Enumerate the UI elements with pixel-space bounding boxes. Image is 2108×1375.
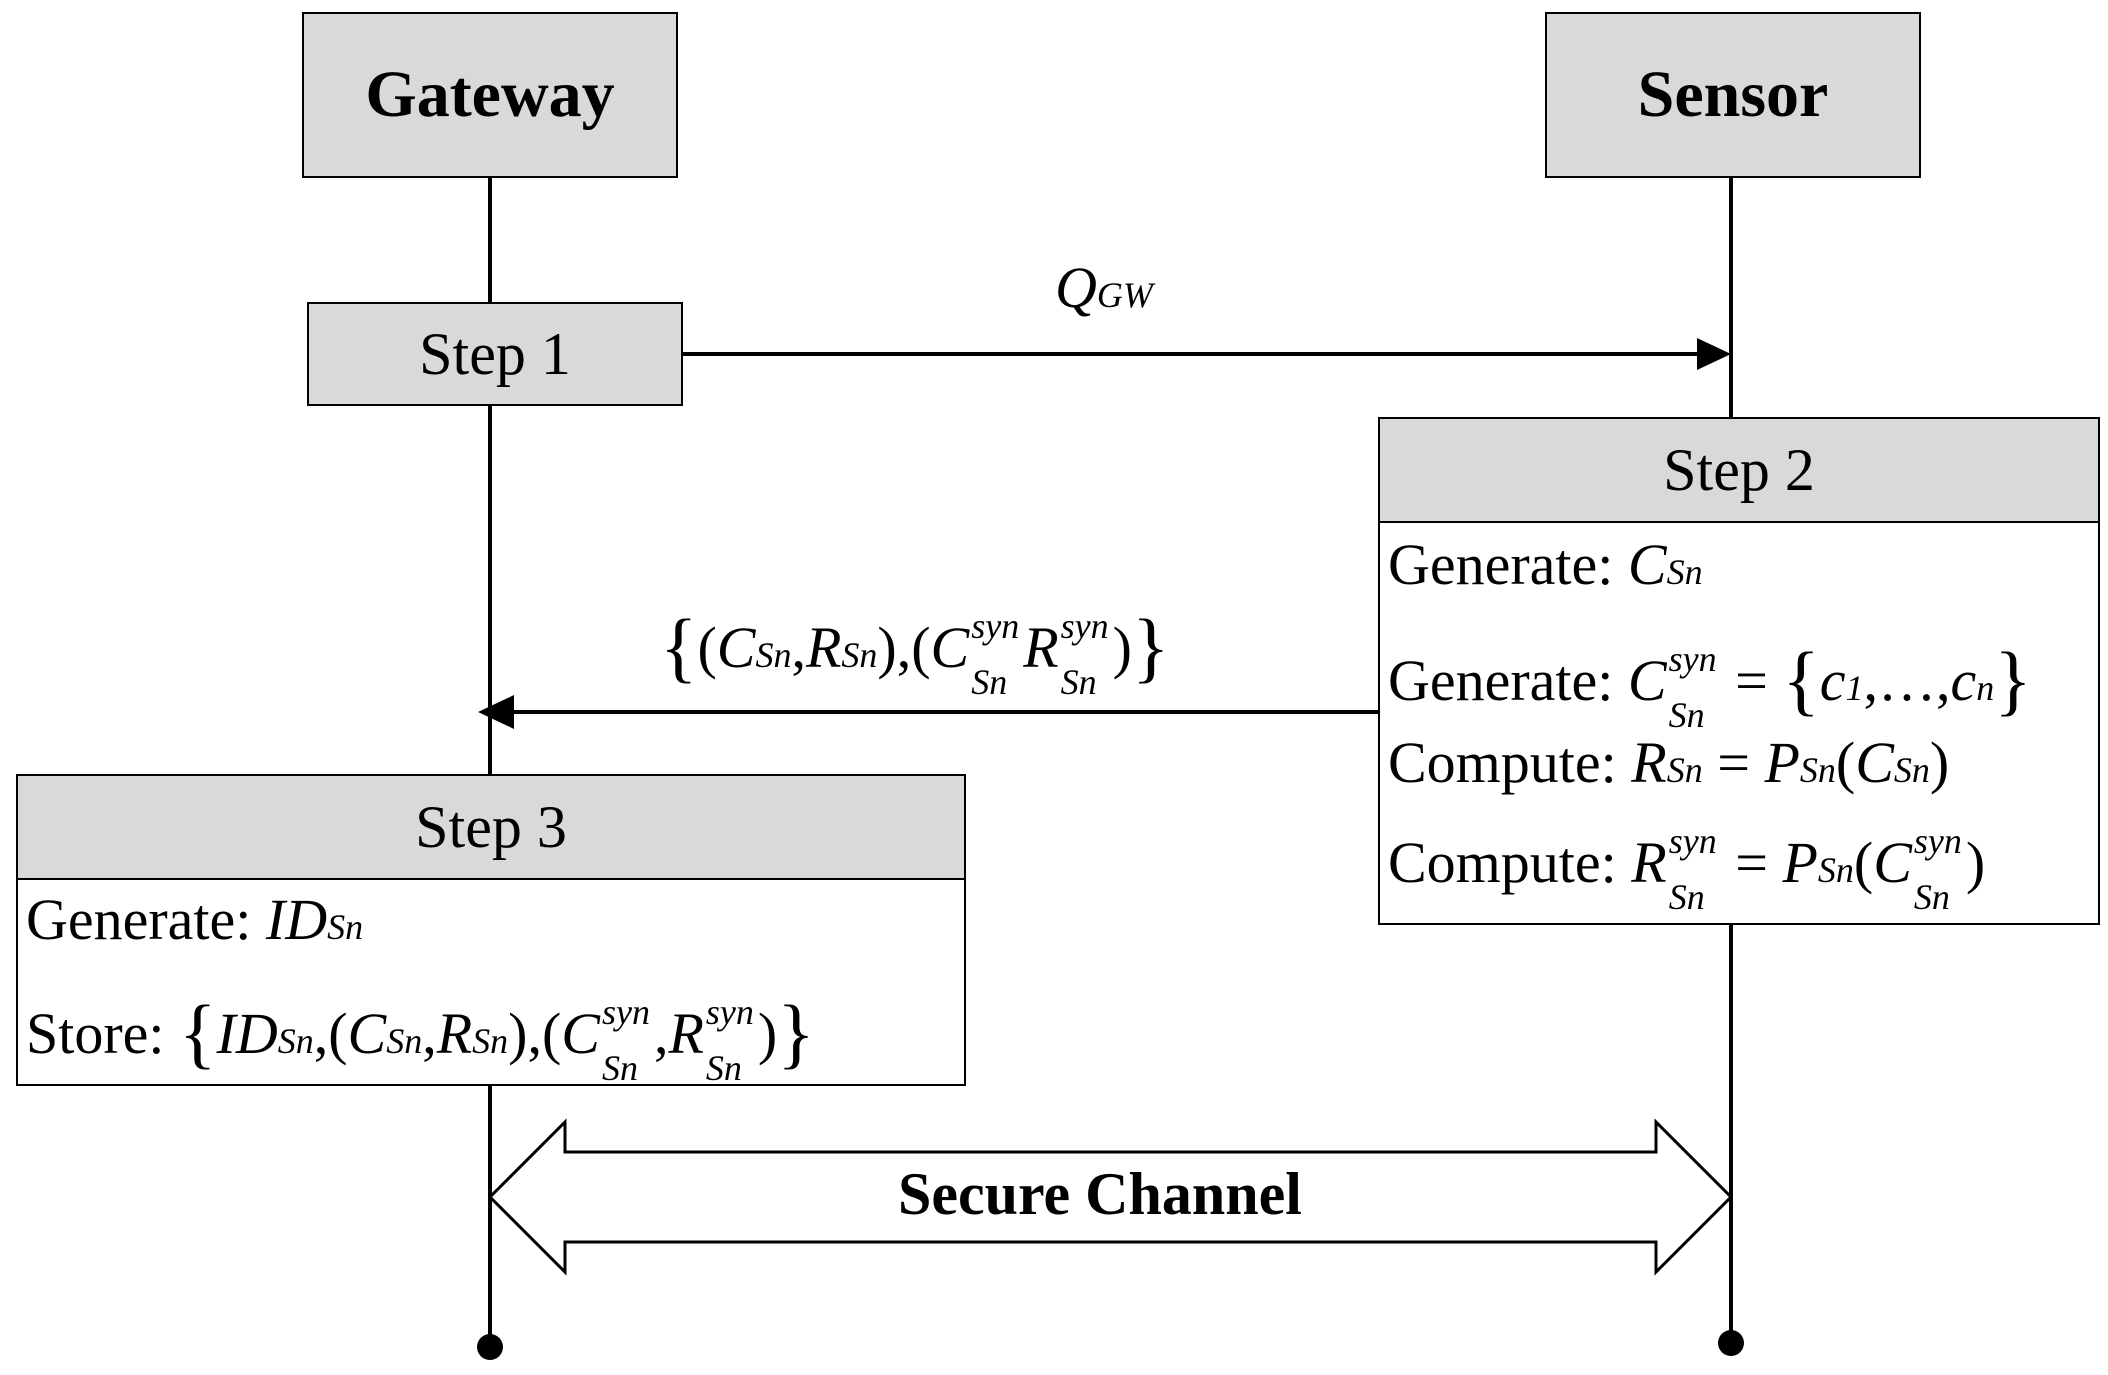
step2-header: Step 2 — [1380, 419, 2098, 523]
query-arrowhead — [1697, 338, 1731, 370]
query-message-label: QGW — [1055, 255, 1153, 320]
step2-line-generate-c: Generate: CSn — [1388, 532, 1703, 597]
gateway-actor-box: Gateway — [302, 12, 678, 178]
gateway-lifeline-end — [477, 1334, 503, 1360]
step1-label: Step 1 — [419, 320, 571, 387]
sensor-actor-box: Sensor — [1545, 12, 1921, 178]
step3-line-generate-id: Generate: IDSn — [26, 887, 364, 952]
secure-channel-arrow — [487, 1118, 1734, 1276]
gateway-label: Gateway — [365, 58, 615, 131]
step3-label: Step 3 — [415, 793, 567, 860]
step2-line-compute-r: Compute: RSn = PSn(CSn) — [1388, 730, 1950, 795]
secure-channel-label: Secure Channel — [898, 1161, 1302, 1227]
reply-arrowhead — [478, 695, 514, 729]
sensor-lifeline-end — [1718, 1330, 1744, 1356]
step1-box: Step 1 — [307, 302, 683, 406]
step3-header: Step 3 — [18, 776, 964, 880]
step3-panel: Step 3 Generate: IDSn Store: {IDSn,(CSn,… — [16, 774, 966, 1086]
step2-label: Step 2 — [1663, 436, 1815, 503]
sensor-label: Sensor — [1637, 58, 1829, 131]
gateway-lifeline — [488, 176, 492, 1346]
